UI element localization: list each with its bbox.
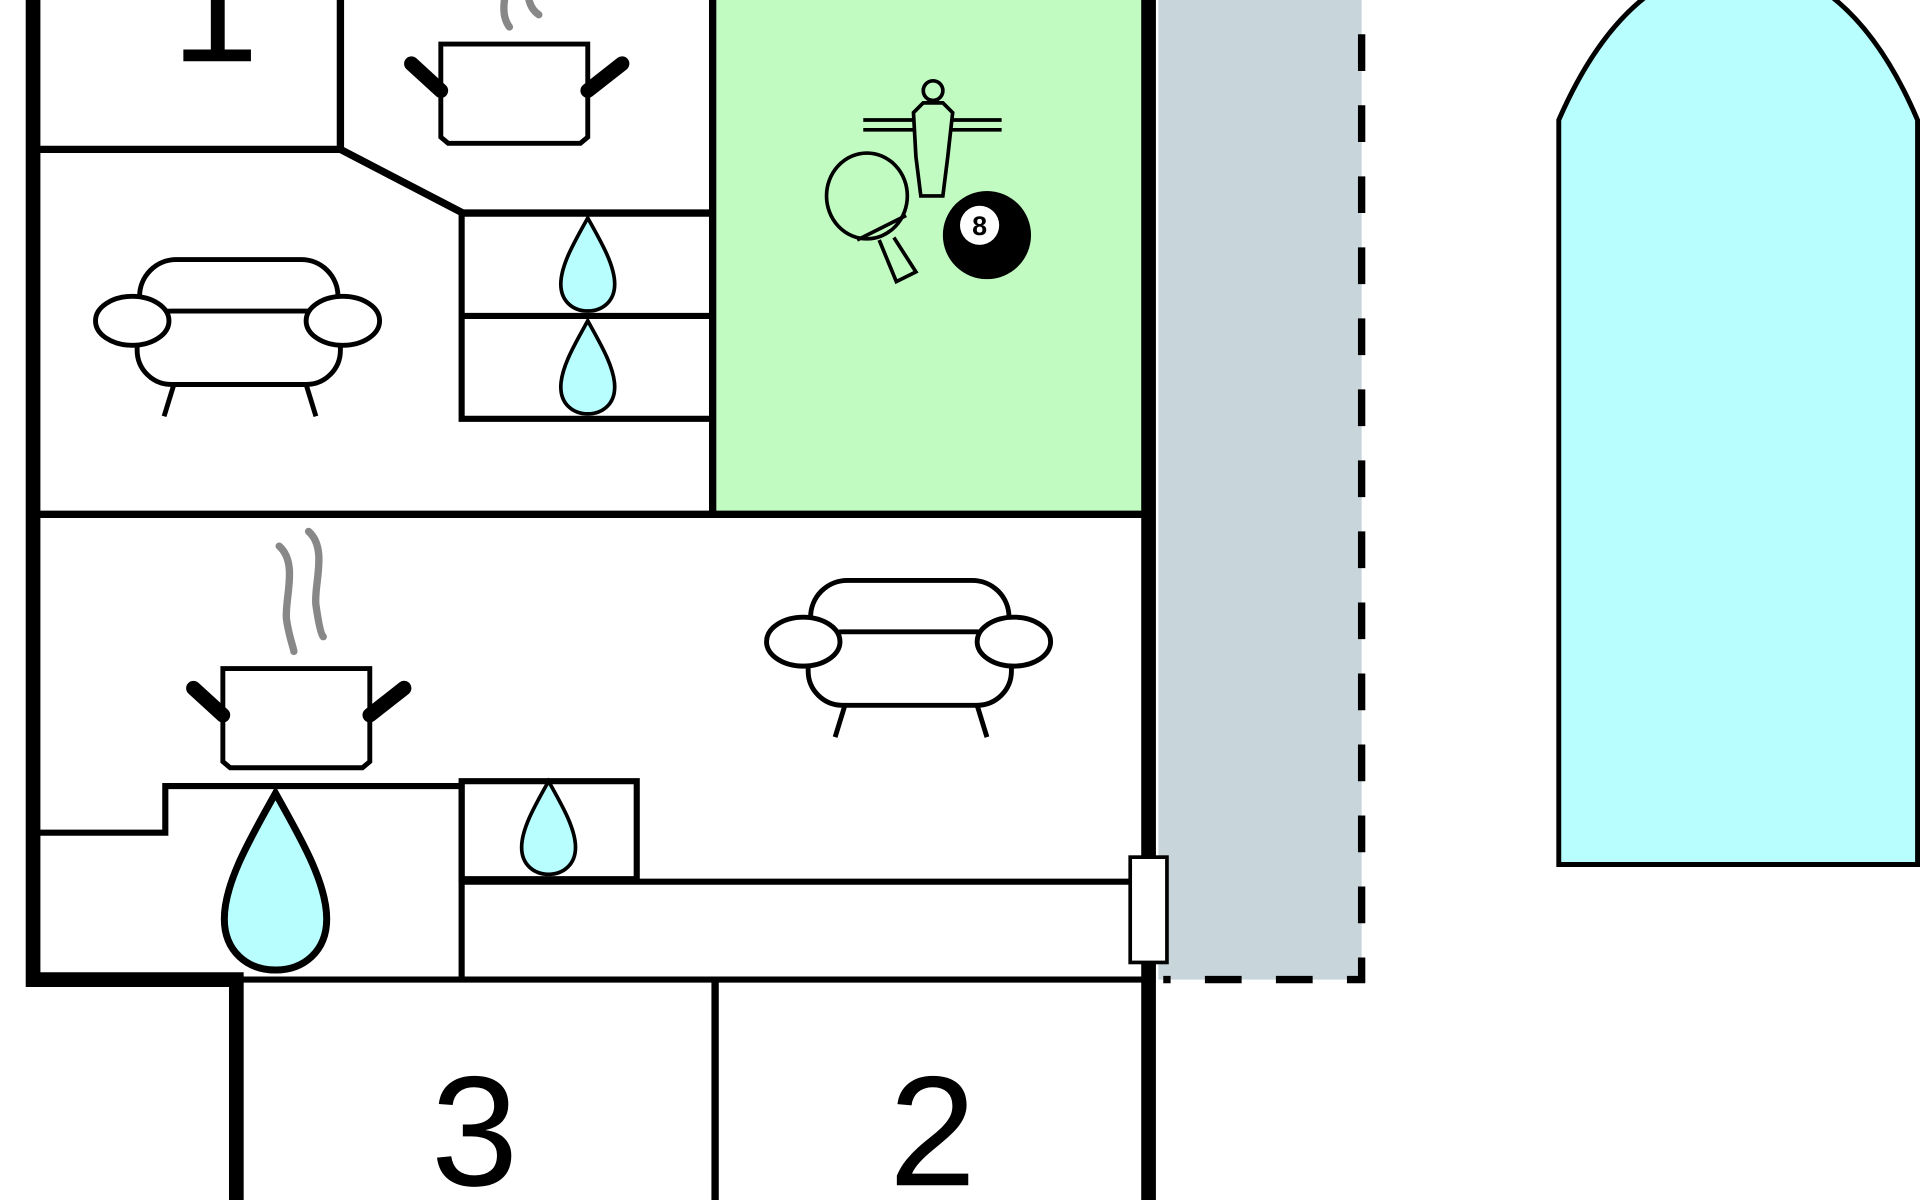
room-number-2: 2 [889,1044,976,1200]
svg-text:8: 8 [972,211,987,241]
sofa-icon [767,580,1051,737]
walls [25,0,1169,1200]
kitchen-pot-icon [193,669,404,768]
room-number-1: 1 [171,0,258,95]
kitchen-pot-icon [411,44,622,143]
sofa-icon [96,260,380,417]
billiard-ball-icon: 8 [942,191,1032,280]
water-drop-icon [224,793,326,970]
room-number-3: 3 [431,1044,518,1200]
swimming-pool [1556,0,1920,867]
table-football-icon [863,78,1002,198]
terrace-area [1158,0,1362,980]
water-drop-icon [519,779,578,877]
water-drop-icon [558,318,617,416]
steam-icon [275,527,327,656]
terrace-dashed-border [1163,34,1366,984]
ping-pong-paddle-icon [824,151,919,285]
water-drop-icon [558,216,617,313]
steam-icon [500,0,543,31]
door [1128,855,1169,965]
game-room [715,0,1147,514]
